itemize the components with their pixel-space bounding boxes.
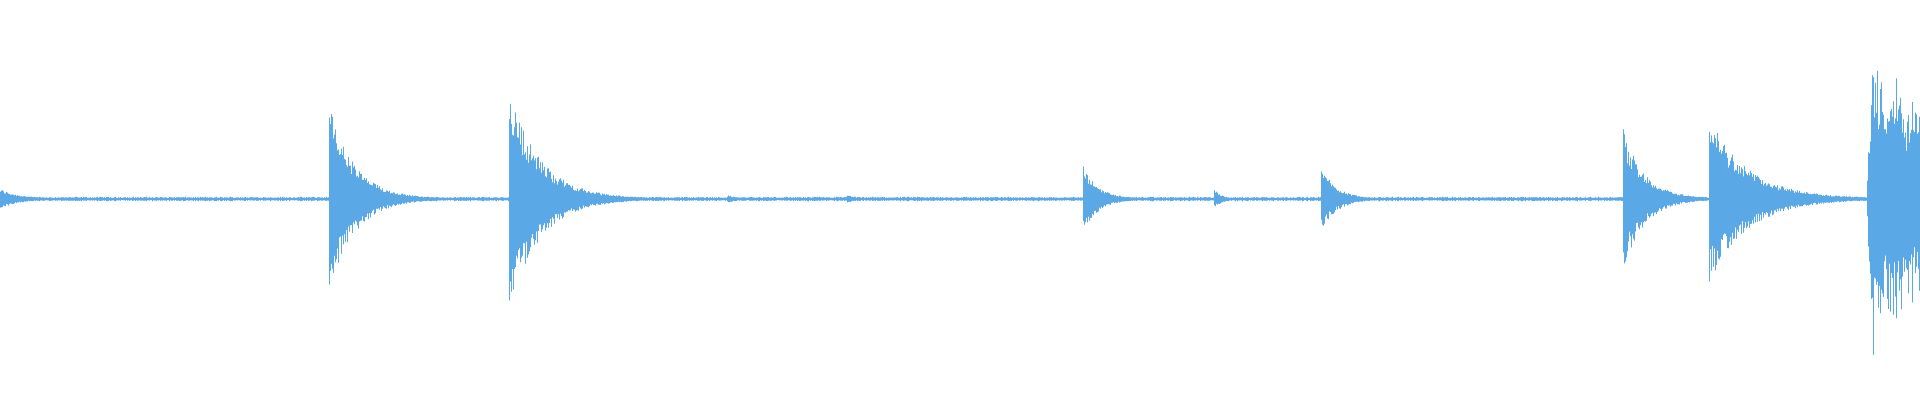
waveform-samples xyxy=(0,70,1920,355)
waveform-path xyxy=(0,70,1920,355)
